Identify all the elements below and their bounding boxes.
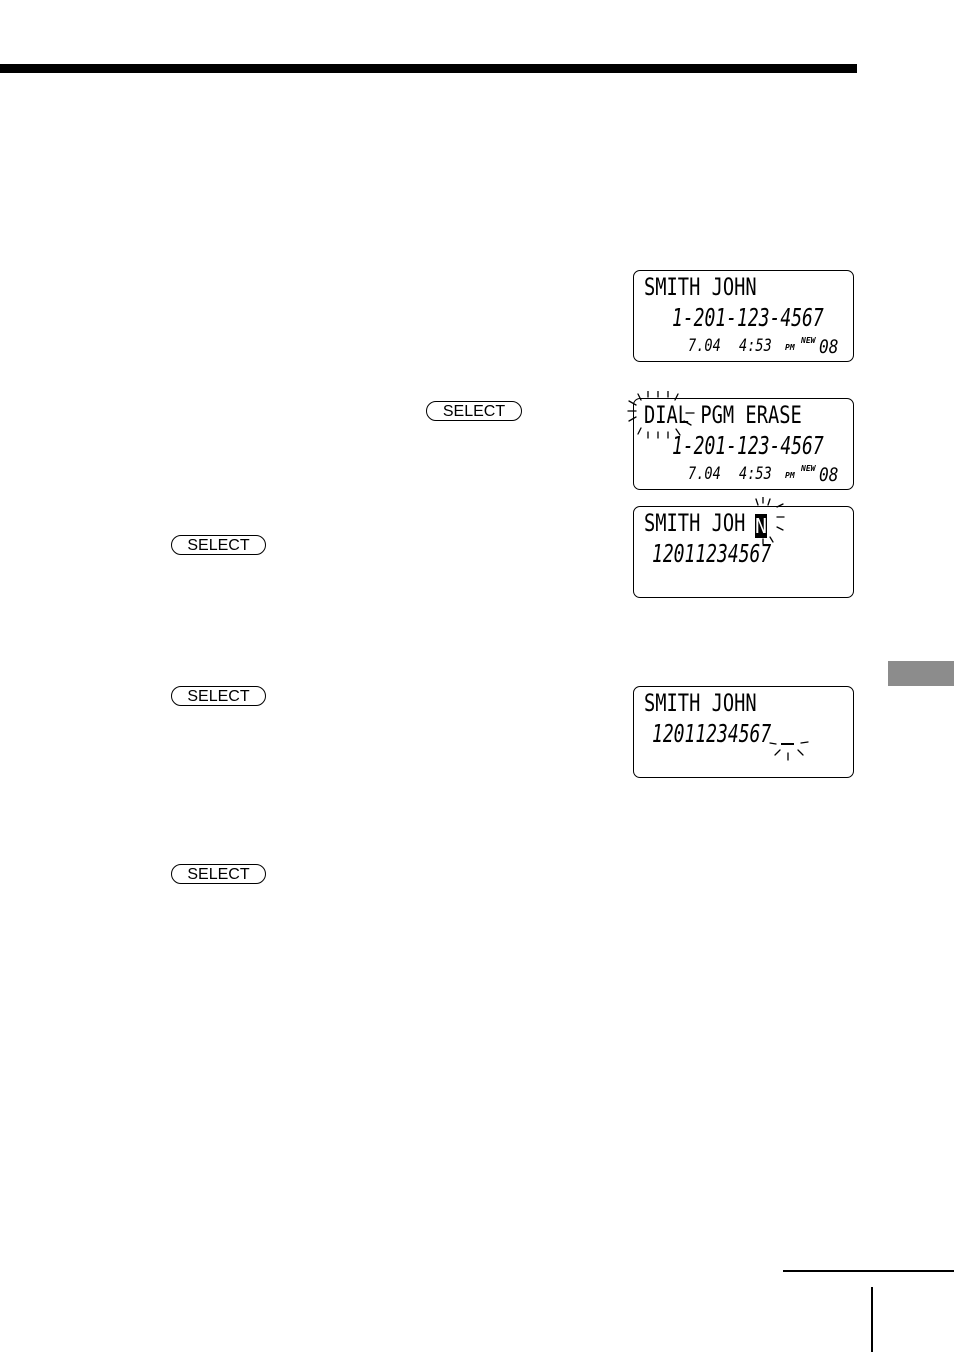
lcd-cursor: N	[755, 514, 768, 538]
top-rule	[0, 64, 857, 73]
lcd-number: 1-201-123-4567	[672, 431, 824, 460]
lcd-cursor	[781, 743, 794, 745]
lcd-count: 08	[819, 464, 839, 486]
lcd-count: 08	[819, 336, 839, 358]
lcd-name: SMITH JOH	[644, 509, 746, 537]
lcd-new-label: NEW	[801, 336, 816, 345]
lcd-status-line: 7.04 4:53 PM NEW 08	[688, 336, 848, 358]
lcd-date: 7.04	[688, 464, 721, 484]
select-button-step5[interactable]: SELECT	[171, 864, 266, 884]
lcd-number: 12011234567	[652, 719, 772, 748]
lcd-menu: DIAL PGM ERASE	[644, 401, 802, 429]
lcd-ampm: PM	[785, 471, 795, 480]
footer-divider	[871, 1287, 873, 1352]
select-button-step2[interactable]: SELECT	[426, 401, 522, 421]
lcd-ampm: PM	[785, 343, 795, 352]
footer-rule	[783, 1270, 954, 1272]
lcd-name: SMITH JOHN	[644, 689, 757, 717]
lcd-display-menu: DIAL PGM ERASE 1-201-123-4567 7.04 4:53 …	[627, 391, 854, 490]
lcd-time: 4:53	[739, 336, 772, 356]
lcd-display-caller-id: SMITH JOHN 1-201-123-4567 7.04 4:53 PM N…	[633, 270, 854, 362]
lcd-display-edit-number: SMITH JOHN 12011234567	[633, 686, 854, 778]
select-button-step4[interactable]: SELECT	[171, 686, 266, 706]
lcd-status-line: 7.04 4:53 PM NEW 08	[688, 464, 848, 486]
section-tab	[888, 661, 954, 686]
lcd-number: 12011234567	[652, 539, 772, 568]
select-button-step3[interactable]: SELECT	[171, 535, 266, 555]
lcd-display-edit-name: SMITH JOH N 12011234567	[633, 497, 854, 598]
lcd-name: SMITH JOHN	[644, 273, 757, 301]
lcd-new-label: NEW	[801, 464, 816, 473]
lcd-date: 7.04	[688, 336, 721, 356]
lcd-number: 1-201-123-4567	[672, 303, 824, 332]
lcd-time: 4:53	[739, 464, 772, 484]
